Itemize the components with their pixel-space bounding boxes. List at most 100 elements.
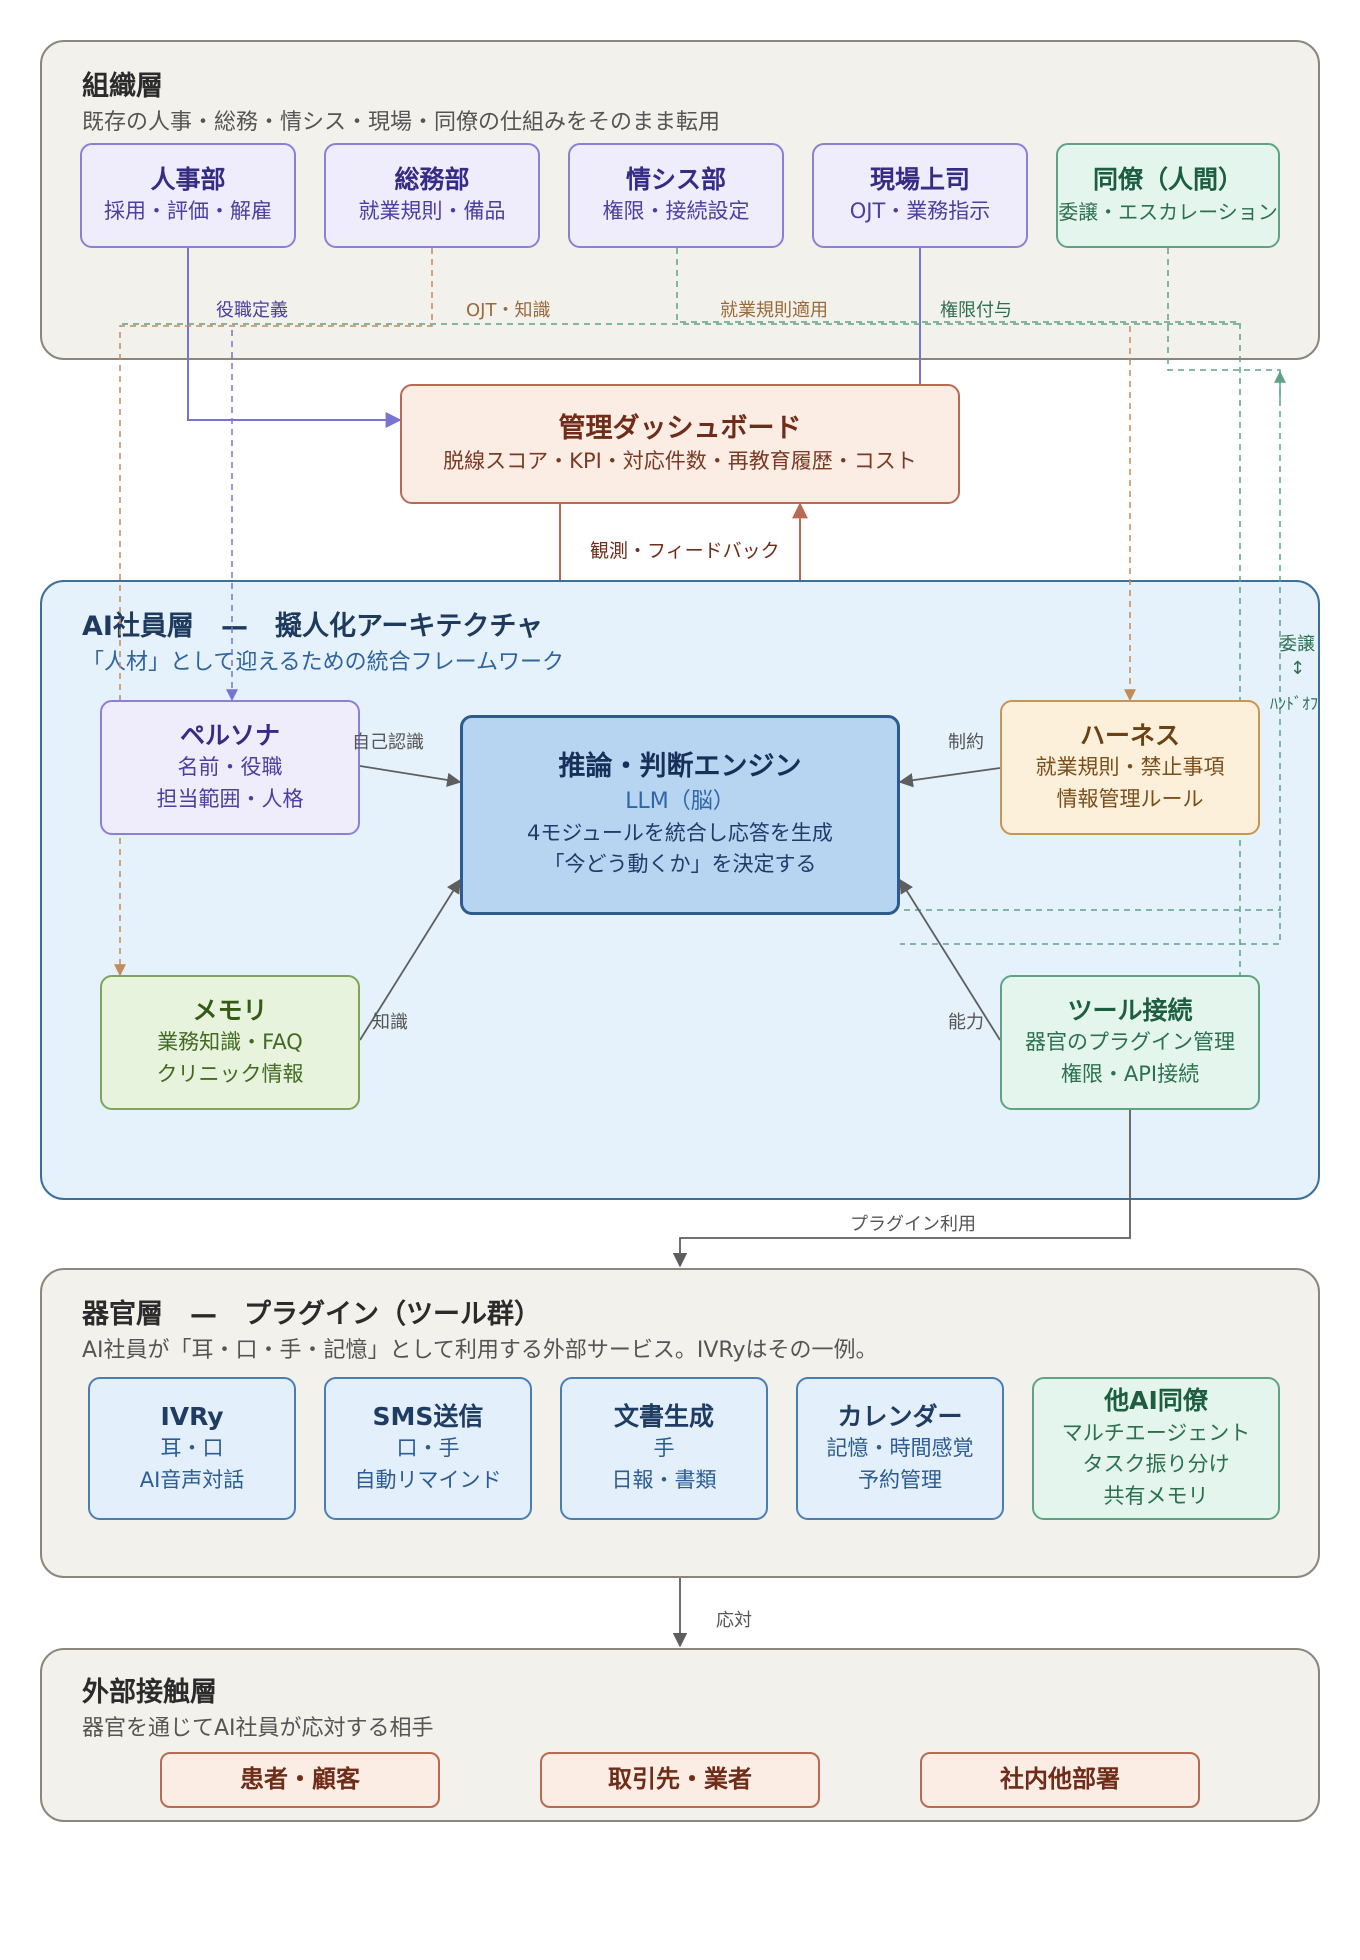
document-generation-box[interactable]: 文書生成 手 日報・書類 <box>560 1377 768 1520</box>
other-department-label: 社内他部署 <box>1000 1765 1120 1794</box>
tools-line-1: 器官のプラグイン管理 <box>1025 1030 1235 1055</box>
delegate-handoff-line-2 <box>900 912 1281 945</box>
self-recognition-label: 自己認識 <box>352 732 424 753</box>
delegate-arrow-label: ↕ <box>1290 658 1306 679</box>
engine-line-1: 4モジュールを統合し応答を生成 <box>527 820 833 845</box>
memory-line-1: 業務知識・FAQ <box>157 1030 303 1055</box>
site-manager-sub: OJT・業務指示 <box>849 199 991 223</box>
other-ai-line-1: マルチエージェント <box>1061 1420 1251 1445</box>
site-manager-box[interactable]: 現場上司 OJT・業務指示 <box>812 143 1028 248</box>
organization-layer-subtitle: 既存の人事・総務・情シス・現場・同僚の仕組みをそのまま転用 <box>82 110 721 135</box>
memory-title: メモリ <box>192 995 268 1025</box>
engine-line-2: 「今どう動くか」を決定する <box>543 852 817 877</box>
ai-layer-subtitle: 「人材」として迎えるための統合フレームワーク <box>82 650 565 675</box>
ojt-knowledge-label: OJT・知識 <box>466 300 551 321</box>
persona-to-engine-line <box>359 765 462 788</box>
tool-connection-box[interactable]: ツール接続 器官のプラグイン管理 権限・API接続 <box>1000 975 1260 1110</box>
memory-box[interactable]: メモリ 業務知識・FAQ クリニック情報 <box>100 975 360 1110</box>
document-line-1: 手 <box>653 1436 675 1461</box>
persona-box[interactable]: ペルソナ 名前・役職 担当範囲・人格 <box>100 700 360 835</box>
role-definition-label: 役職定義 <box>216 300 288 321</box>
harness-line-1: 就業規則・禁止事項 <box>1035 755 1225 780</box>
calendar-box[interactable]: カレンダー 記憶・時間感覚 予約管理 <box>796 1377 1004 1520</box>
sms-title: SMS送信 <box>372 1401 484 1431</box>
patient-customer-pill[interactable]: 患者・顧客 <box>160 1752 440 1808</box>
rules-applied-label: 就業規則適用 <box>720 300 828 321</box>
business-partner-pill[interactable]: 取引先・業者 <box>540 1752 820 1808</box>
it-department-sub: 権限・接続設定 <box>602 199 750 223</box>
plugin-use-label: プラグイン利用 <box>850 1214 976 1235</box>
hr-department-sub: 採用・評価・解雇 <box>104 199 272 223</box>
calendar-title: カレンダー <box>837 1401 963 1431</box>
management-dashboard-box[interactable]: 管理ダッシュボード 脱線スコア・KPI・対応件数・再教育履歴・コスト <box>400 384 960 504</box>
other-ai-line-2: タスク振り分け <box>1082 1452 1230 1476</box>
sms-line-2: 自動リマインド <box>354 1467 502 1492</box>
observe-feedback-label: 観測・フィードバック <box>590 540 780 562</box>
human-colleague-sub: 委譲・エスカレーション <box>1058 199 1278 224</box>
plugin-use-line <box>672 1110 1131 1268</box>
tools-to-engine-line <box>899 878 1001 1041</box>
ivry-line-2: AI音声対話 <box>139 1467 245 1492</box>
ivry-box[interactable]: IVRy 耳・口 AI音声対話 <box>88 1377 296 1520</box>
human-colleague-title: 同僚（人間） <box>1092 165 1243 195</box>
tools-title: ツール接続 <box>1067 995 1193 1025</box>
hr-department-box[interactable]: 人事部 採用・評価・解雇 <box>80 143 296 248</box>
memory-line-2: クリニック情報 <box>156 1061 304 1086</box>
permission-grant-label: 権限付与 <box>940 300 1012 321</box>
other-ai-title: 他AI同僚 <box>1104 1386 1208 1415</box>
tools-line-2: 権限・API接続 <box>1060 1061 1200 1086</box>
external-layer-title: 外部接触層 <box>82 1677 217 1708</box>
knowledge-label: 知識 <box>372 1012 408 1033</box>
sms-line-1: 口・手 <box>396 1436 460 1461</box>
persona-line-2: 担当範囲・人格 <box>156 786 304 811</box>
handoff-label: ﾊﾝﾄﾞｵﾌ <box>1270 694 1319 713</box>
organ-layer-subtitle: AI社員が「耳・口・手・記憶」として利用する外部サービス。IVRyはその一例。 <box>82 1338 878 1363</box>
general-affairs-title: 総務部 <box>394 164 470 194</box>
other-department-pill[interactable]: 社内他部署 <box>920 1752 1200 1808</box>
memory-to-engine-line <box>359 878 461 1041</box>
business-partner-label: 取引先・業者 <box>608 1765 752 1794</box>
engine-title: 推論・判断エンジン <box>558 751 802 783</box>
other-ai-colleague-box[interactable]: 他AI同僚 マルチエージェント タスク振り分け 共有メモリ <box>1032 1377 1280 1520</box>
organization-layer-title: 組織層 <box>82 71 163 102</box>
engine-llm: LLM（脳） <box>625 788 735 814</box>
reasoning-engine-box[interactable]: 推論・判断エンジン LLM（脳） 4モジュールを統合し応答を生成 「今どう動くか… <box>460 715 900 915</box>
other-ai-line-3: 共有メモリ <box>1103 1483 1209 1508</box>
ojt-knowledge-line <box>114 248 433 977</box>
hr-department-title: 人事部 <box>150 164 226 194</box>
persona-title: ペルソナ <box>179 720 280 750</box>
organ-layer-title: 器官層 — プラグイン（ツール群） <box>82 1299 541 1330</box>
general-affairs-box[interactable]: 総務部 就業規則・備品 <box>324 143 540 248</box>
permission-grant-line <box>676 248 1241 1040</box>
ivry-line-1: 耳・口 <box>160 1436 224 1461</box>
constraint-label: 制約 <box>948 732 984 753</box>
dashboard-title: 管理ダッシュボード <box>558 412 802 444</box>
hr-to-dashboard-line <box>187 248 402 428</box>
capability-label: 能力 <box>948 1012 984 1033</box>
it-department-title: 情シス部 <box>625 164 726 194</box>
harness-line-2: 情報管理ルール <box>1056 786 1204 811</box>
harness-box[interactable]: ハーネス 就業規則・禁止事項 情報管理ルール <box>1000 700 1260 835</box>
site-manager-title: 現場上司 <box>869 164 970 194</box>
harness-title: ハーネス <box>1079 720 1180 750</box>
delegate-label: 委譲 <box>1279 634 1315 655</box>
ai-layer-title: AI社員層 — 擬人化アーキテクチャ <box>82 611 544 642</box>
calendar-line-2: 予約管理 <box>858 1467 942 1492</box>
general-affairs-sub: 就業規則・備品 <box>358 199 506 223</box>
human-colleague-box[interactable]: 同僚（人間） 委譲・エスカレーション <box>1056 143 1280 248</box>
delegate-handoff-line <box>900 248 1281 911</box>
response-label: 応対 <box>716 1610 752 1631</box>
persona-line-1: 名前・役職 <box>177 755 283 780</box>
ivry-title: IVRy <box>160 1401 224 1431</box>
patient-customer-label: 患者・顧客 <box>240 1765 360 1794</box>
it-department-box[interactable]: 情シス部 権限・接続設定 <box>568 143 784 248</box>
calendar-line-1: 記憶・時間感覚 <box>826 1436 974 1461</box>
document-line-2: 日報・書類 <box>611 1467 717 1492</box>
external-layer-subtitle: 器官を通じてAI社員が応対する相手 <box>82 1716 434 1741</box>
document-title: 文書生成 <box>613 1401 714 1431</box>
harness-to-engine-line <box>898 767 1001 788</box>
dashboard-sub: 脱線スコア・KPI・対応件数・再教育履歴・コスト <box>443 448 917 473</box>
sms-box[interactable]: SMS送信 口・手 自動リマインド <box>324 1377 532 1520</box>
